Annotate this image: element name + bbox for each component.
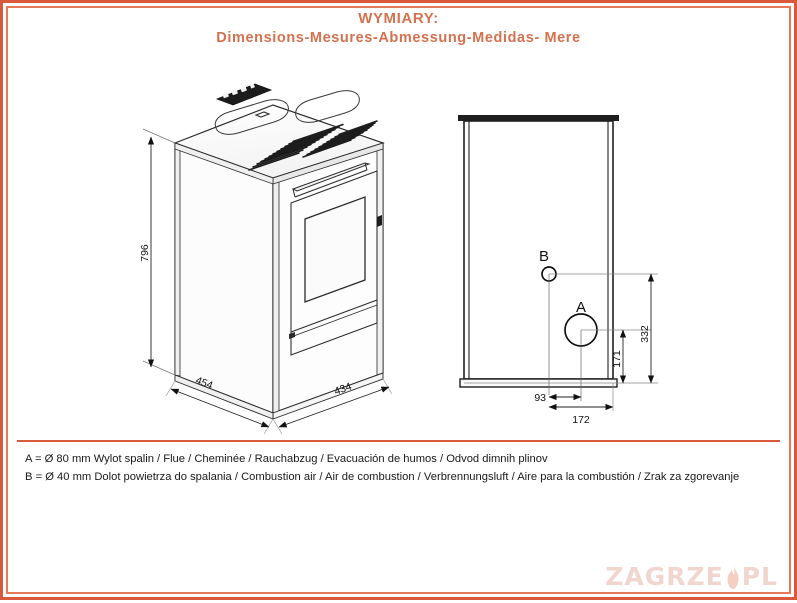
dimension-label-796: 796 (139, 244, 151, 262)
page-subtitle: Dimensions-Mesures-Abmessung-Medidas- Me… (216, 30, 581, 46)
technical-drawing-canvas: 796 454 434 (139, 83, 658, 435)
rear-view-drawing: B A 332 171 93 (458, 115, 658, 426)
dimension-label-454: 454 (194, 374, 215, 392)
dimension-vertical-332: 332 (639, 273, 655, 384)
dimension-vertical-171: 171 (611, 329, 627, 384)
dimension-label-171: 171 (611, 350, 623, 368)
port-b-label: B (539, 248, 549, 265)
legend-line-a: A = Ø 80 mm Wylot spalin / Flue / Chemin… (25, 453, 548, 465)
dimension-horizontal-93: 93 (534, 392, 582, 404)
legend-divider (17, 440, 780, 442)
dimension-label-332: 332 (639, 325, 651, 343)
inner-frame (6, 6, 791, 594)
title-block: WYMIARY: Dimensions-Mesures-Abmessung-Me… (3, 9, 794, 48)
isometric-stove-drawing: 796 454 434 (139, 83, 393, 435)
dimension-horizontal-172: 172 (548, 383, 614, 426)
dimension-width-434: 434 (272, 378, 393, 435)
port-a-label: A (576, 299, 586, 316)
legend-block: A = Ø 80 mm Wylot spalin / Flue / Chemin… (25, 450, 774, 486)
dimension-label-434: 434 (333, 380, 354, 397)
dimension-depth-454: 454 (165, 374, 274, 435)
dimension-label-172: 172 (572, 414, 590, 426)
legend-line-b: B = Ø 40 mm Dolot powietrza do spalania … (25, 471, 740, 483)
page-title: WYMIARY: (358, 10, 439, 27)
dimension-label-93: 93 (534, 392, 546, 404)
dimension-height-796: 796 (139, 128, 176, 376)
